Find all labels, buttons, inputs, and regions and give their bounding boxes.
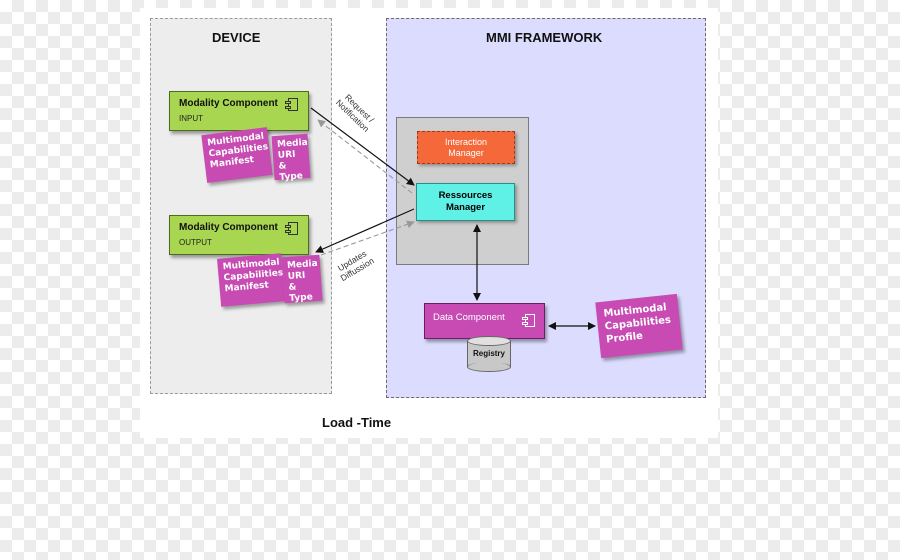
component-icon (285, 222, 298, 235)
diffusion-arrow (320, 220, 415, 256)
framework-title: MMI FRAMEWORK (486, 30, 603, 45)
component-icon (285, 98, 298, 111)
modality-component-output: Modality Component OUTPUT (169, 215, 309, 255)
modality-component-input: Modality Component INPUT (169, 91, 309, 131)
notification-arrow (317, 119, 413, 194)
modality-output-subtitle: OUTPUT (179, 238, 212, 247)
registry-label: Registry (472, 349, 505, 358)
diagram-caption: Load -Time (322, 415, 392, 430)
device-panel (150, 18, 332, 394)
modality-output-name: Modality Component (179, 222, 278, 233)
data-component-name: Data Component (433, 312, 505, 323)
modality-input-name: Modality Component (179, 98, 278, 109)
resources-manager: Ressources Manager (416, 183, 515, 221)
request-arrow (310, 107, 415, 186)
updates-arrow (315, 208, 415, 253)
data-component: Data Component (424, 303, 545, 339)
component-icon (522, 314, 535, 327)
modality-input-subtitle: INPUT (179, 114, 203, 123)
interaction-manager: Interaction Manager (417, 131, 515, 164)
registry-database: Registry (467, 336, 511, 372)
device-title: DEVICE (212, 30, 261, 45)
